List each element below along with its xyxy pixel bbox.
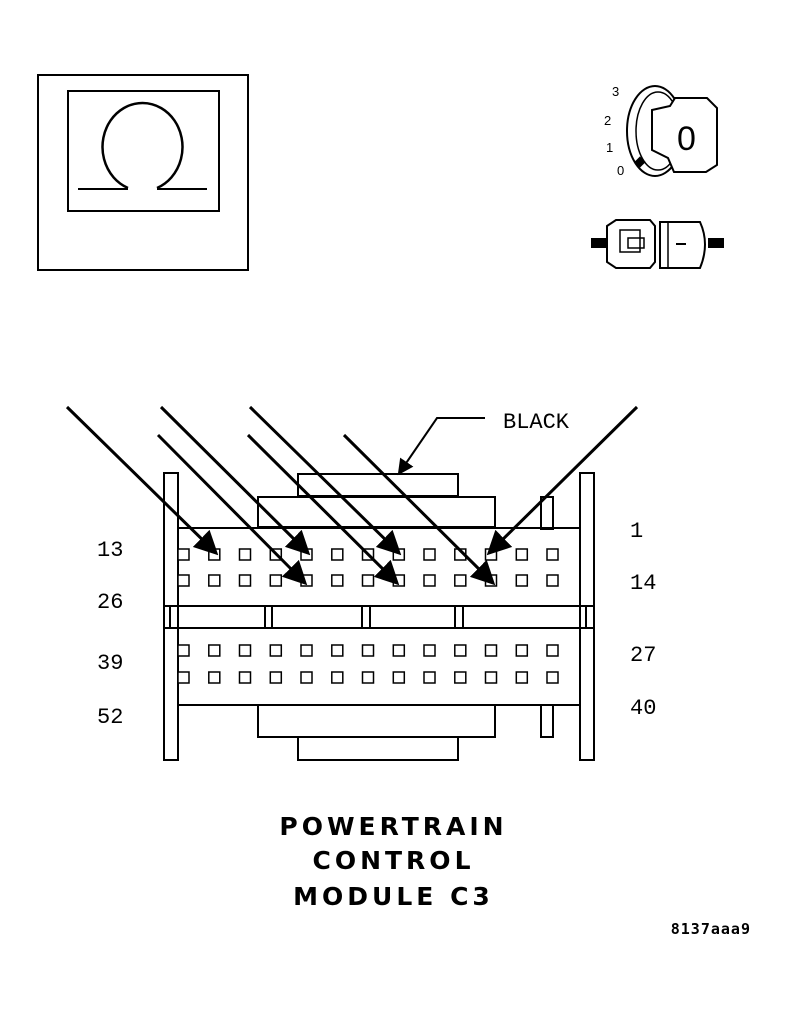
pin-cavity — [177, 671, 190, 684]
pin-cavity — [331, 671, 344, 684]
pin-cavity — [454, 671, 467, 684]
pin-cavity — [454, 644, 467, 657]
pin-cavity — [208, 574, 221, 587]
pin-cavity — [546, 644, 559, 657]
diagram-title-line: POWERTRAIN — [279, 812, 508, 841]
pin-cavity — [331, 548, 344, 561]
figure-code: 8137aaa9 — [670, 920, 751, 938]
ignition-position-label: 1 — [606, 140, 613, 155]
diagram-title-line: CONTROL — [312, 846, 475, 875]
pin-cavity — [177, 644, 190, 657]
ignition-key-icon: 3 2 1 0 0 — [604, 84, 718, 178]
pointer-arrow — [248, 405, 402, 556]
pin-cavity — [269, 671, 283, 684]
pin-cavity — [208, 671, 221, 684]
pin-number-labels: 13 26 39 52 1 14 27 40 — [97, 519, 656, 730]
pin-cavity — [208, 644, 221, 657]
pin-label: 39 — [97, 651, 123, 676]
ohm-icon — [101, 101, 184, 190]
pin-cavity — [484, 671, 498, 684]
pointer-arrow — [65, 405, 219, 556]
pin-cavity — [300, 644, 313, 657]
pin-label: 52 — [97, 705, 123, 730]
pin-cavity — [392, 671, 406, 684]
pin-cavity — [177, 548, 190, 561]
pin-label: 40 — [630, 696, 656, 721]
pin-label: 14 — [630, 571, 656, 596]
pin-cavity — [238, 548, 252, 561]
pin-cavity — [515, 644, 529, 657]
connector-cavities — [177, 548, 559, 684]
ignition-position-label: 3 — [612, 84, 619, 99]
pin-pointer-arrows — [65, 405, 639, 586]
pin-cavity — [546, 574, 559, 587]
pin-cavity — [454, 574, 467, 587]
diagram-title-line: MODULE C3 — [293, 882, 494, 911]
pin-cavity — [515, 671, 529, 684]
ignition-position-label: 0 — [617, 163, 624, 178]
pin-cavity — [238, 644, 252, 657]
pin-cavity — [361, 644, 375, 657]
pointer-arrow — [486, 405, 639, 556]
key-label: 0 — [677, 120, 696, 158]
pin-cavity — [300, 548, 313, 561]
pin-cavity — [331, 574, 344, 587]
pin-cavity — [423, 644, 436, 657]
pin-label: 1 — [630, 519, 643, 544]
pointer-arrow — [156, 433, 308, 586]
pin-cavity — [423, 548, 436, 561]
pin-cavity — [423, 671, 436, 684]
pin-cavity — [177, 574, 190, 587]
pin-cavity — [484, 644, 498, 657]
pointer-arrow — [159, 405, 311, 556]
ohmmeter-symbol-panel — [37, 74, 249, 271]
pin-cavity — [269, 574, 283, 587]
connector-color-label: BLACK — [503, 410, 570, 435]
ignition-position-label: 2 — [604, 113, 611, 128]
pointer-arrow — [342, 433, 496, 586]
pin-cavity — [361, 574, 375, 587]
pin-cavity — [361, 671, 375, 684]
connector-body — [163, 472, 595, 761]
pin-cavity — [238, 671, 252, 684]
pin-cavity — [546, 548, 559, 561]
pin-cavity — [392, 644, 406, 657]
pin-cavity — [331, 644, 344, 657]
pin-label: 26 — [97, 590, 123, 615]
pin-cavity — [546, 671, 559, 684]
connector-plug-icon — [591, 219, 724, 269]
pointer-arrow — [246, 433, 400, 586]
color-callout: BLACK — [397, 410, 570, 476]
pin-label: 27 — [630, 643, 656, 668]
pin-cavity — [269, 644, 283, 657]
pin-cavity — [423, 574, 436, 587]
pin-cavity — [515, 574, 529, 587]
pin-cavity — [300, 671, 313, 684]
pin-label: 13 — [97, 538, 123, 563]
pin-cavity — [238, 574, 252, 587]
pin-cavity — [515, 548, 529, 561]
